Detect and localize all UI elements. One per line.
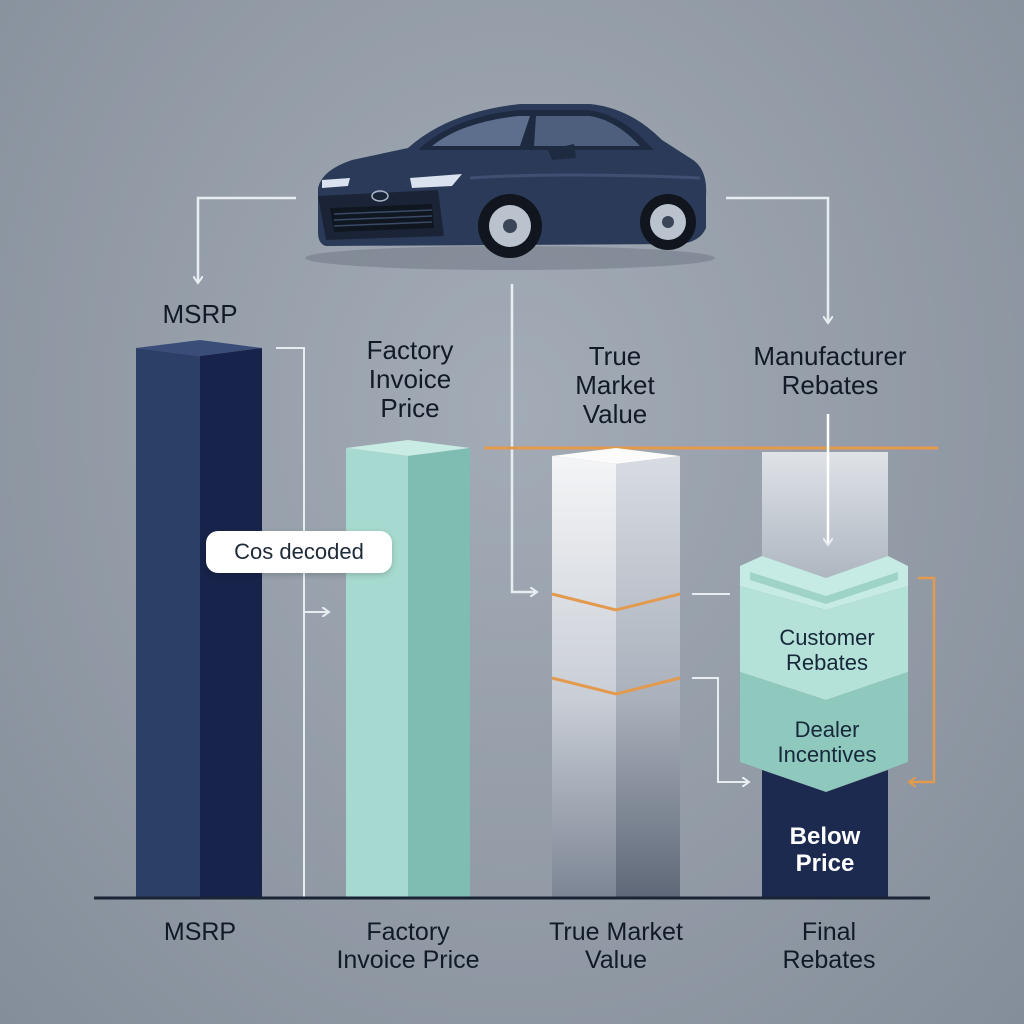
car-to-tmv-line <box>510 284 536 592</box>
car-to-msrp-arrow <box>198 196 296 282</box>
dealer-incentives-label: Dealer Incentives <box>777 717 877 767</box>
factory-invoice-top-label: Factory Invoice Price <box>366 335 454 424</box>
factory-invoice-bar <box>346 440 470 898</box>
cos-decoded-badge: Cos decoded <box>206 531 392 573</box>
factory-invoice-bottom-label: Factory Invoice Price <box>336 918 480 974</box>
msrp-bottom-label: MSRP <box>163 918 237 946</box>
below-price-label: Below Price <box>789 823 861 877</box>
rebates-return-arrow <box>910 576 936 782</box>
true-market-value-top-label: True Market Value <box>575 341 655 430</box>
tmv-to-rebates-connectors <box>692 593 748 782</box>
manufacturer-rebates-top-label: Manufacturer Rebates <box>753 341 907 401</box>
msrp-top-label: MSRP <box>162 299 238 329</box>
msrp-bar <box>136 340 262 898</box>
true-market-value-bar <box>551 448 681 898</box>
customer-rebates-label: Customer Rebates <box>779 625 875 675</box>
msrp-bracket-arrow <box>276 347 328 898</box>
sedan-car-icon <box>305 104 715 270</box>
final-rebates-stack <box>740 452 908 898</box>
car-to-rebates-arrow <box>726 196 828 322</box>
true-market-value-bottom-label: True Market Value <box>549 918 683 974</box>
final-rebates-bottom-label: Final Rebates <box>782 918 876 974</box>
